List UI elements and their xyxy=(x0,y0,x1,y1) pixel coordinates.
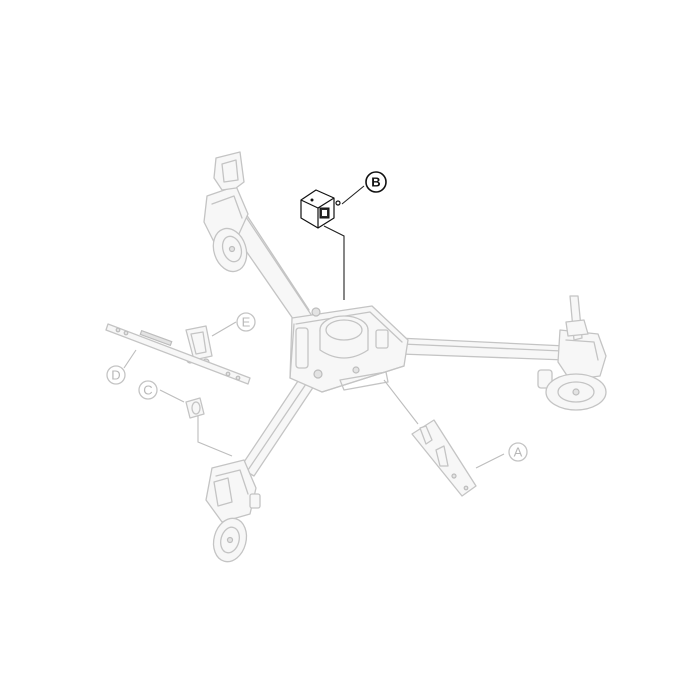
leader-b-to-hub xyxy=(323,225,345,300)
callout-c: C xyxy=(138,380,158,400)
leader-c-to-leg xyxy=(197,416,233,457)
svg-text:E: E xyxy=(242,315,251,330)
part-b-lock-block xyxy=(300,189,341,229)
callout-e: E xyxy=(236,312,256,332)
callout-d: D xyxy=(106,365,126,385)
part-d-rod xyxy=(105,323,251,385)
part-c-bushing xyxy=(185,397,205,419)
svg-text:A: A xyxy=(514,445,523,460)
callout-b: B xyxy=(365,171,387,193)
svg-text:C: C xyxy=(143,383,152,398)
lower-left-leg xyxy=(205,377,315,563)
upper-left-leg xyxy=(203,151,313,327)
leader-a-to-hub xyxy=(383,379,419,425)
leader-d xyxy=(123,349,137,369)
leader-b xyxy=(341,185,365,205)
svg-text:D: D xyxy=(111,368,120,383)
right-leg xyxy=(397,295,607,411)
callout-a: A xyxy=(508,442,528,462)
part-a-lever-assembly xyxy=(411,419,477,497)
leader-a xyxy=(475,453,505,469)
leader-c xyxy=(159,389,185,403)
central-hub xyxy=(289,305,409,393)
svg-text:B: B xyxy=(371,175,380,190)
leader-e xyxy=(211,321,237,337)
